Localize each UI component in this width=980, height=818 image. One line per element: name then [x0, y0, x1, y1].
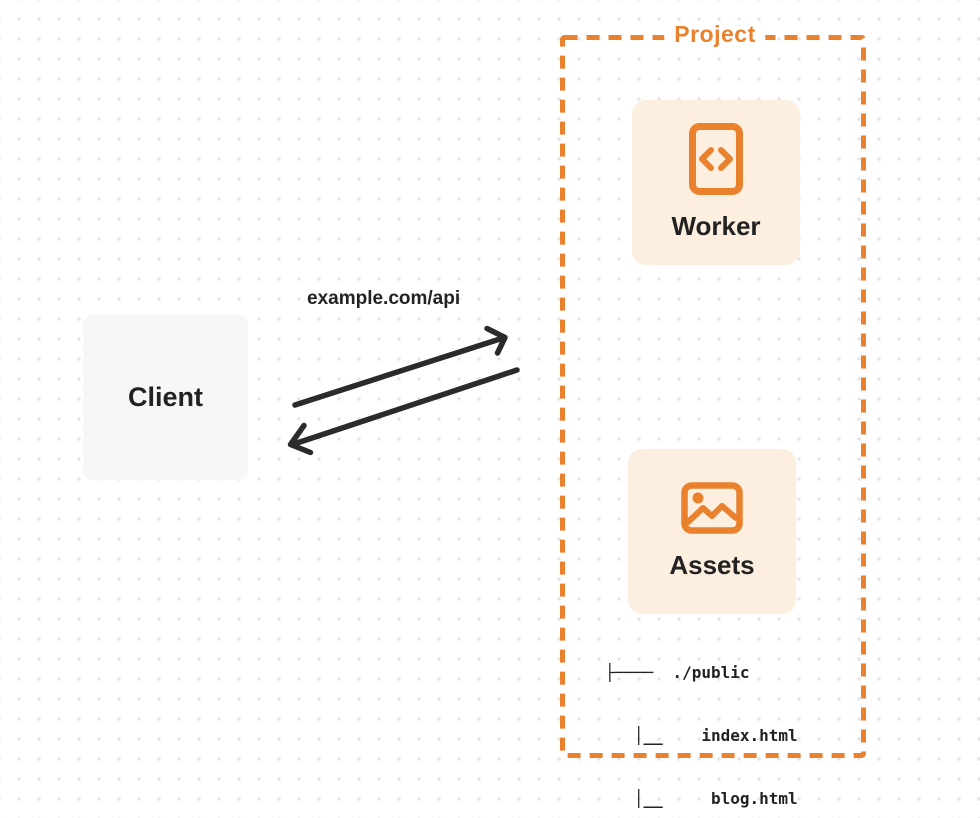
project-label: Project	[664, 21, 766, 48]
file-tree-root: ├──── ./public	[605, 663, 750, 682]
code-file-icon	[689, 123, 743, 195]
file-tree: ├──── ./public │__ index.html │__ blog.h…	[605, 620, 798, 818]
assets-node: Assets	[628, 449, 796, 614]
file-tree-entry: │__ blog.html	[605, 789, 798, 808]
response-arrow-head	[287, 422, 314, 456]
worker-label: Worker	[671, 211, 761, 241]
image-icon-sun	[692, 492, 704, 504]
client-label: Client	[127, 382, 203, 412]
assets-label: Assets	[669, 550, 755, 580]
worker-node: Worker	[632, 100, 800, 265]
client-node: Client	[83, 315, 248, 480]
request-url-label: example.com/api	[307, 288, 461, 309]
request-arrow-head	[484, 325, 508, 356]
image-icon	[681, 482, 743, 534]
request-arrow-line	[292, 335, 506, 408]
response-arrow-line	[291, 367, 520, 447]
file-tree-entry: │__ index.html	[605, 726, 798, 745]
